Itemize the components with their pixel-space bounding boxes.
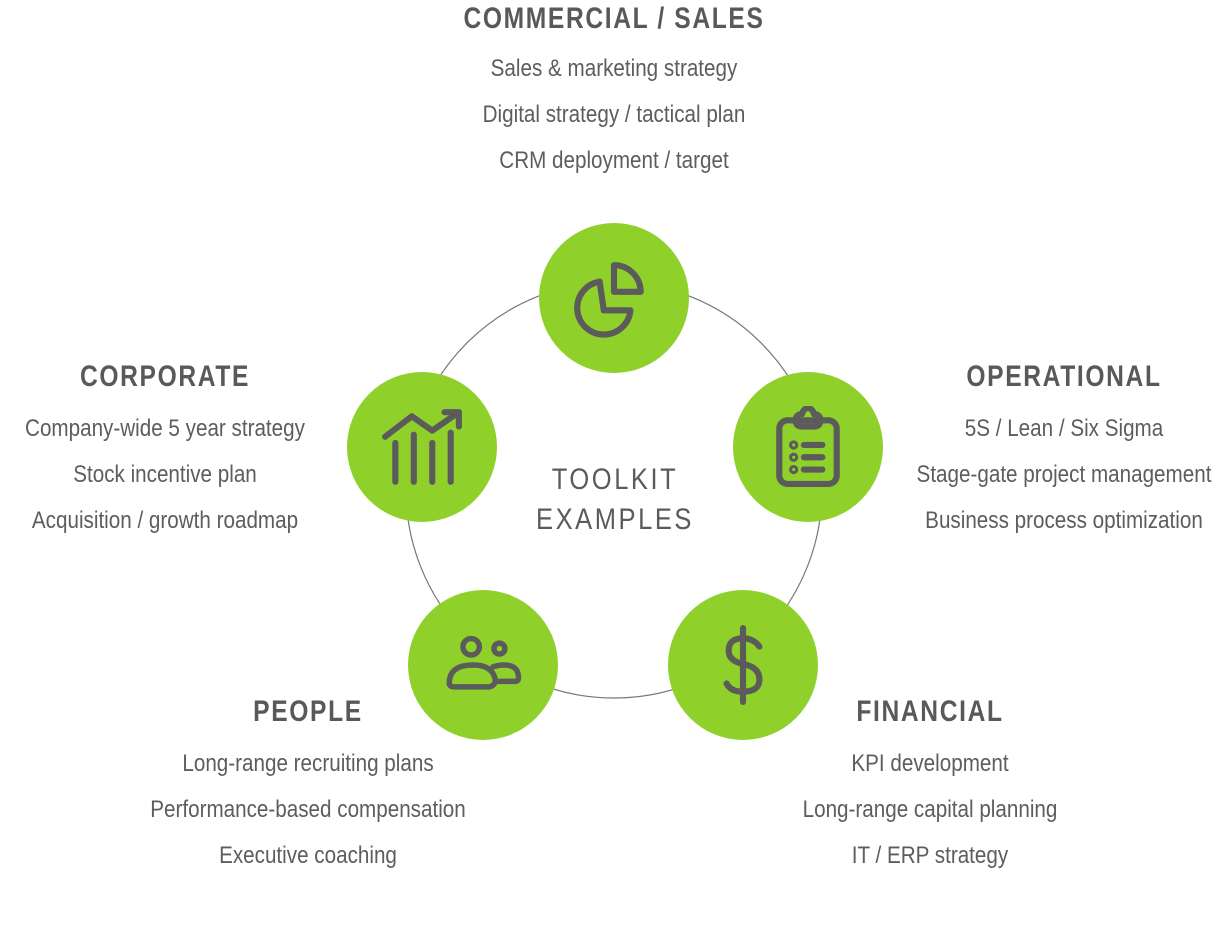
users-icon	[446, 635, 522, 690]
center-line-2: EXAMPLES	[536, 503, 694, 536]
commercial-node	[539, 223, 689, 373]
financial-item: Long-range capital planning	[802, 796, 1058, 823]
operational-heading: OPERATIONAL	[966, 360, 1162, 393]
people-item: Executive coaching	[219, 842, 397, 869]
financial-group: FINANCIAL KPI development Long-range cap…	[730, 695, 1130, 879]
corporate-item: Company-wide 5 year strategy	[25, 415, 305, 442]
corporate-group: CORPORATE Company-wide 5 year strategy S…	[0, 360, 365, 544]
operational-group: OPERATIONAL 5S / Lean / Six Sigma Stage-…	[864, 360, 1228, 544]
dollar-icon	[723, 625, 763, 705]
commercial-item: Digital strategy / tactical plan	[482, 101, 746, 128]
people-node	[408, 590, 558, 740]
people-item: Performance-based compensation	[150, 796, 466, 823]
commercial-heading: COMMERCIAL / SALES	[463, 2, 765, 35]
commercial-item: CRM deployment / target	[499, 147, 729, 174]
corporate-node	[347, 372, 497, 522]
operational-node	[733, 372, 883, 522]
commercial-item: Sales & marketing strategy	[490, 55, 738, 82]
financial-node	[668, 590, 818, 740]
people-item: Long-range recruiting plans	[182, 750, 434, 777]
operational-item: 5S / Lean / Six Sigma	[964, 415, 1164, 442]
financial-item: IT / ERP strategy	[851, 842, 1009, 869]
operational-item: Stage-gate project management	[916, 461, 1212, 488]
clipboard-list-icon	[776, 406, 840, 487]
commercial-group: COMMERCIAL / SALES Sales & marketing str…	[414, 2, 814, 184]
center-line-1: TOOLKIT	[551, 463, 679, 496]
financial-heading: FINANCIAL	[856, 695, 1004, 728]
growth-chart-icon	[382, 409, 462, 485]
financial-item: KPI development	[851, 750, 1009, 777]
people-heading: PEOPLE	[253, 695, 363, 728]
corporate-item: Acquisition / growth roadmap	[31, 507, 299, 534]
people-group: PEOPLE Long-range recruiting plans Perfo…	[108, 695, 508, 879]
toolkit-examples-label: TOOLKIT EXAMPLES	[530, 460, 700, 540]
corporate-heading: CORPORATE	[79, 360, 251, 393]
operational-item: Business process optimization	[925, 507, 1203, 534]
pie-chart-icon	[574, 262, 644, 338]
corporate-item: Stock incentive plan	[73, 461, 257, 488]
